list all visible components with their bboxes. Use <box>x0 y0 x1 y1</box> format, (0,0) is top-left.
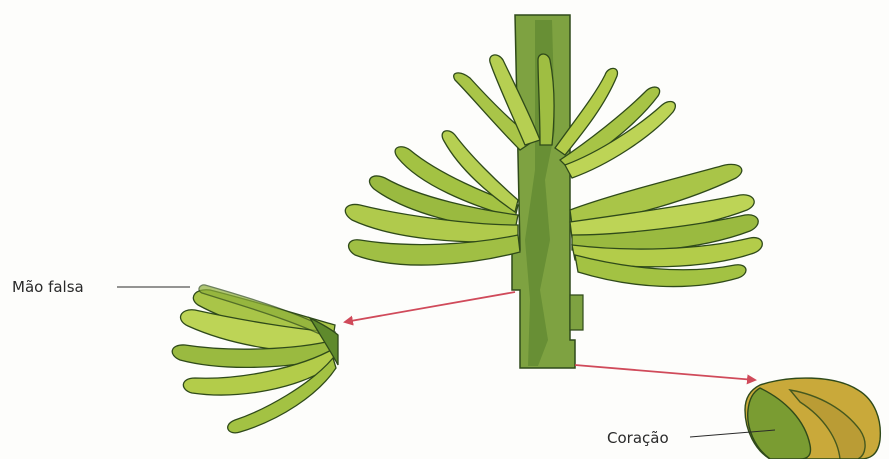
false-hand <box>172 285 338 433</box>
banana-bunch <box>345 15 762 368</box>
heart-label: Coração <box>607 429 669 447</box>
banana-heart <box>745 378 880 459</box>
arrow-to-false-hand <box>345 292 515 322</box>
false-hand-label: Mão falsa <box>12 278 84 296</box>
arrow-to-heart <box>575 365 755 380</box>
left-hand <box>345 131 520 265</box>
right-hand <box>570 164 762 286</box>
